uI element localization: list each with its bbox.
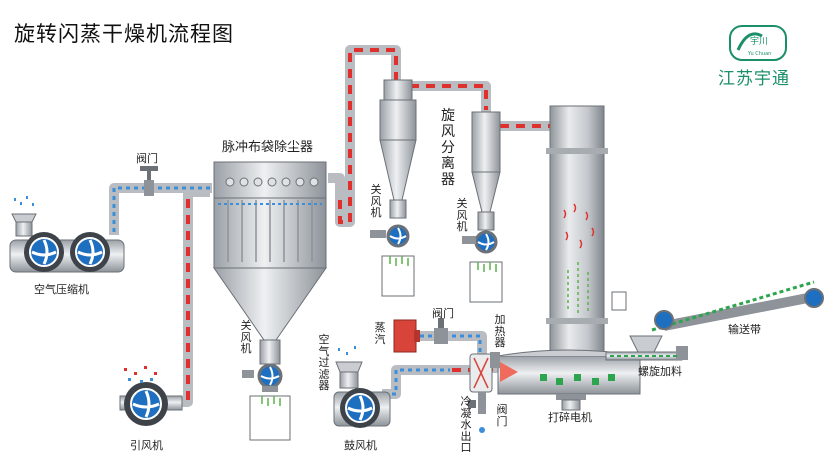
brand-logo: 宇川 Yu Chuan — [729, 25, 787, 61]
label-crusher-motor: 打碎电机 — [548, 411, 592, 424]
cyclone-1 — [370, 79, 417, 297]
drying-tower — [497, 105, 641, 411]
label-pulse-bag-filter: 脉冲布袋除尘器 — [222, 140, 314, 155]
cyclone-2 — [462, 111, 503, 303]
duct-cyclone1-to-cyclone2 — [410, 81, 491, 112]
logo-subtext: Yu Chuan — [747, 51, 771, 57]
conveyor-belt — [651, 280, 824, 332]
label-screw-feeder: 螺旋加料 — [638, 365, 682, 378]
label-cyclone: 旋风分离器 — [441, 108, 455, 189]
valve-1-shape — [140, 166, 158, 196]
induced-fan — [119, 366, 183, 426]
valve-2-shape — [434, 318, 448, 344]
label-conveyor: 输送带 — [728, 323, 761, 336]
steam-source — [393, 319, 420, 353]
label-condensate-outlet: 冷凝水出口 — [460, 395, 472, 455]
duct-steam — [416, 331, 487, 356]
label-airlock-1: 关风机 — [240, 319, 252, 356]
screw-feeder — [605, 335, 688, 361]
label-air-filter: 空气过滤器 — [318, 333, 330, 393]
label-valve-2: 阀门 — [432, 307, 454, 320]
label-heater: 加热器 — [494, 313, 506, 350]
pulse-bag-filter — [213, 161, 327, 441]
heater-unit — [468, 352, 518, 433]
duct-fan-to-filter — [178, 187, 210, 407]
label-steam: 蒸汽 — [374, 321, 386, 346]
logo-text: 宇川 — [750, 35, 768, 47]
label-blower: 鼓风机 — [344, 439, 377, 452]
label-valve-1: 阀门 — [136, 152, 158, 165]
brand-name: 江苏宇通 — [718, 69, 790, 89]
air-compressor — [9, 196, 125, 273]
air-filter-and-blower — [333, 346, 391, 428]
label-valve-3: 阀门 — [496, 403, 508, 428]
label-induced-fan: 引风机 — [130, 439, 163, 452]
page-title: 旋转闪蒸干燥机流程图 — [14, 22, 234, 46]
label-airlock-2: 关风机 — [370, 183, 382, 220]
label-airlock-3: 关风机 — [456, 197, 468, 234]
label-air-compressor: 空气压缩机 — [34, 283, 89, 296]
